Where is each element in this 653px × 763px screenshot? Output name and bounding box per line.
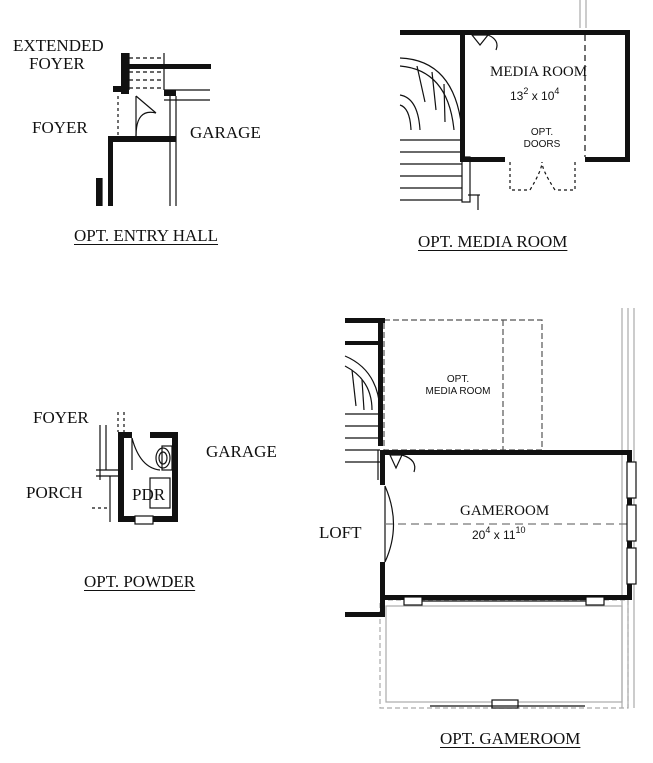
gameroom-dim-a: 20 [472, 528, 486, 542]
opt-media-room-label-line1: OPT. [446, 374, 470, 385]
entry-hall-caption: OPT. ENTRY HALL [74, 226, 219, 245]
entry-hall-plan [96, 53, 211, 206]
media-room-dimensions: 132 x 104 [510, 86, 560, 103]
opt-media-room-label-line2: MEDIA ROOM [425, 386, 491, 397]
extended-foyer-label-line1: EXTENDED [13, 36, 104, 55]
pdr-label: PDR [132, 485, 166, 504]
gameroom-caption: OPT. GAMEROOM [440, 729, 581, 748]
media-room-caption: OPT. MEDIA ROOM [418, 232, 568, 251]
foyer-label: FOYER [32, 118, 88, 137]
gameroom-dimensions: 204 x 1110 [472, 525, 526, 542]
media-room-dim-sep: x [528, 89, 542, 103]
powder-foyer-label: FOYER [33, 408, 89, 427]
powder-garage-label: GARAGE [206, 442, 277, 461]
gameroom-dim-a-sup: 4 [485, 525, 491, 535]
extended-foyer-label-line2: FOYER [29, 54, 85, 73]
media-room-name: MEDIA ROOM [490, 64, 588, 80]
loft-label: LOFT [319, 523, 362, 542]
powder-caption: OPT. POWDER [84, 572, 196, 591]
media-room-plan [399, 0, 630, 210]
media-room-dim-b: 10 [541, 89, 555, 103]
media-room-dim-a-sup: 2 [523, 86, 529, 96]
powder-plan [92, 412, 178, 525]
gameroom-dim-b-sup: 10 [515, 525, 526, 535]
media-room-dim-b-sup: 4 [554, 86, 560, 96]
gameroom-plan [344, 308, 637, 709]
garage-label: GARAGE [190, 123, 261, 142]
gameroom-dim-sep: x [490, 528, 504, 542]
media-room-dim-a: 13 [510, 89, 524, 103]
opt-doors-label-line1: OPT. [530, 127, 554, 138]
porch-label: PORCH [26, 483, 83, 502]
gameroom-dim-b: 11 [503, 528, 516, 542]
gameroom-name: GAMEROOM [460, 503, 550, 519]
opt-doors-label-line2: DOORS [523, 139, 561, 150]
